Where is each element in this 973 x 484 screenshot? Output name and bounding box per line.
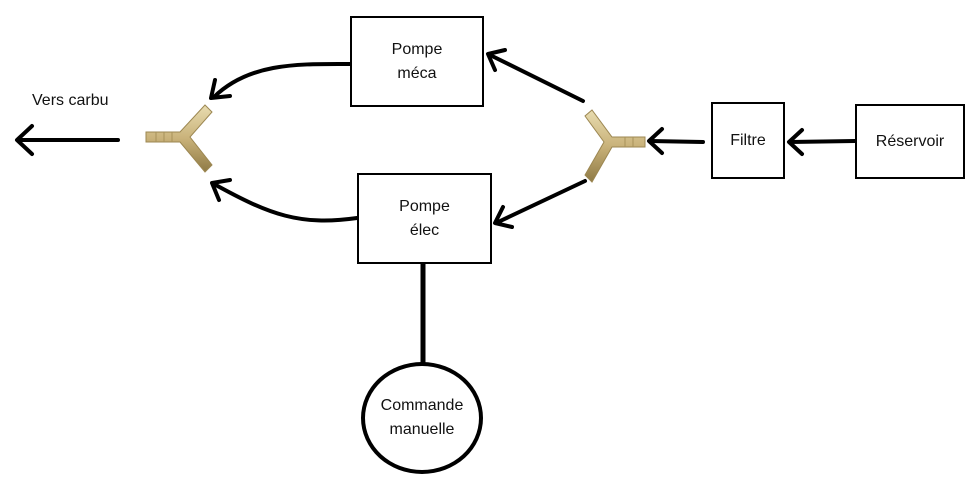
y-fitting-right xyxy=(584,109,646,183)
y-fitting-left xyxy=(145,104,213,173)
node-pompe-meca-line-2: méca xyxy=(397,64,437,82)
node-commande-line-1: Commande xyxy=(380,397,464,414)
node-commande-line-2: manuelle xyxy=(389,421,455,438)
node-pompe-elec-line-2: élec xyxy=(409,221,440,239)
edge-filtre-yfitting xyxy=(648,139,705,144)
node-filtre-label: Filtre xyxy=(730,131,766,149)
node-pompe-elec-line-1: Pompe xyxy=(399,197,450,215)
node-pompe-elec: Pompe élec xyxy=(357,173,492,264)
node-filtre: Filtre xyxy=(711,102,785,179)
label-vers-carbu: Vers carbu xyxy=(32,92,109,109)
arrowhead-yfitting-right xyxy=(647,127,664,155)
node-reservoir: Réservoir xyxy=(855,104,965,179)
edge-yfitting-pompe-elec xyxy=(494,179,587,225)
edge-yfitting-pompe-meca xyxy=(488,53,585,103)
arrowhead-pompe-elec xyxy=(493,205,514,229)
arrowhead-yfitting-left-top xyxy=(209,78,232,100)
edge-pompe-meca-yfitting xyxy=(212,61,352,99)
node-pompe-meca-line-1: Pompe xyxy=(391,40,443,58)
arrowhead-pompe-meca xyxy=(486,48,507,72)
node-reservoir-label: Réservoir xyxy=(875,132,945,150)
node-commande-manuelle: Commande manuelle xyxy=(361,362,483,474)
edge-reservoir-filtre xyxy=(788,139,857,144)
arrowhead-vers-carbu xyxy=(15,124,34,156)
arrowhead-yfitting-left-bottom xyxy=(210,178,232,202)
arrowhead-filtre xyxy=(787,128,804,156)
node-pompe-meca: Pompe méca xyxy=(350,16,484,107)
edge-pompe-elec-yfitting xyxy=(212,182,359,223)
